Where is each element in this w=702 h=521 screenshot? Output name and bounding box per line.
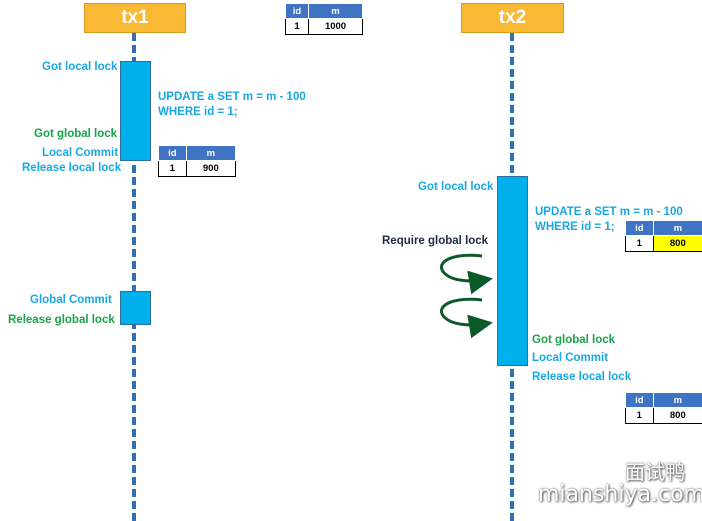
tx1-got-global-lock-label: Got global lock — [34, 128, 118, 140]
tx2-update-line1: UPDATE a SET m = m - 100 — [535, 206, 683, 218]
watermark-cn: 面试鸭 — [625, 460, 685, 484]
tx2-got-local-lock-label: Got local lock — [418, 181, 494, 193]
table-cell-id: 1 — [625, 235, 654, 252]
tx1-local-commit-label: Local Commit — [42, 147, 119, 159]
table-cell-id: 1 — [284, 18, 310, 35]
table-after-tx1: id m 1 900 — [158, 145, 237, 177]
table-cell-m: 900 — [185, 160, 237, 177]
retry-arrow-icon — [440, 253, 493, 295]
table-header-m: m — [652, 220, 702, 236]
table-header-id: id — [284, 3, 310, 19]
table-header-m: m — [308, 3, 363, 19]
table-cell-m: 1000 — [308, 18, 363, 35]
tx1-release-local-lock-label: Release local lock — [22, 162, 122, 174]
table-header-m: m — [652, 392, 702, 408]
tx2-got-global-lock-label: Got global lock — [532, 334, 616, 346]
tx1-got-local-lock-label: Got local lock — [42, 61, 118, 73]
table-cell-m-highlighted: 800 — [652, 235, 702, 252]
tx2-update-line2: WHERE id = 1; — [535, 221, 615, 233]
table-cell-id: 1 — [158, 160, 187, 177]
table-cell-id: 1 — [625, 407, 654, 424]
tx1-header: tx1 — [84, 3, 186, 33]
watermark-en: mianshiya.com — [538, 482, 702, 507]
table-after-tx2: id m 1 800 — [625, 392, 702, 424]
tx1-activation-global — [120, 291, 151, 325]
table-tx2-pending: id m 1 800 — [625, 220, 702, 252]
tx1-global-commit-label: Global Commit — [30, 294, 112, 306]
tx2-local-commit-label: Local Commit — [532, 352, 609, 364]
table-header-m: m — [185, 145, 237, 161]
table-header-id: id — [625, 220, 654, 236]
retry-arrow-icon — [440, 297, 493, 339]
tx1-update-line1: UPDATE a SET m = m - 100 — [158, 91, 306, 103]
tx1-release-global-lock-label: Release global lock — [8, 314, 115, 326]
table-header-id: id — [158, 145, 187, 161]
table-cell-m: 800 — [652, 407, 702, 424]
tx1-update-line2: WHERE id = 1; — [158, 106, 238, 118]
tx2-release-local-lock-label: Release local lock — [532, 371, 632, 383]
retry-arrows — [440, 253, 493, 339]
table-header-id: id — [625, 392, 654, 408]
tx2-activation — [497, 176, 528, 366]
tx1-lifeline — [132, 33, 136, 521]
table-initial: id m 1 1000 — [284, 3, 363, 35]
tx2-require-global-lock-label: Require global lock — [382, 235, 489, 247]
tx2-header: tx2 — [461, 3, 564, 33]
tx1-activation-local — [120, 61, 151, 161]
